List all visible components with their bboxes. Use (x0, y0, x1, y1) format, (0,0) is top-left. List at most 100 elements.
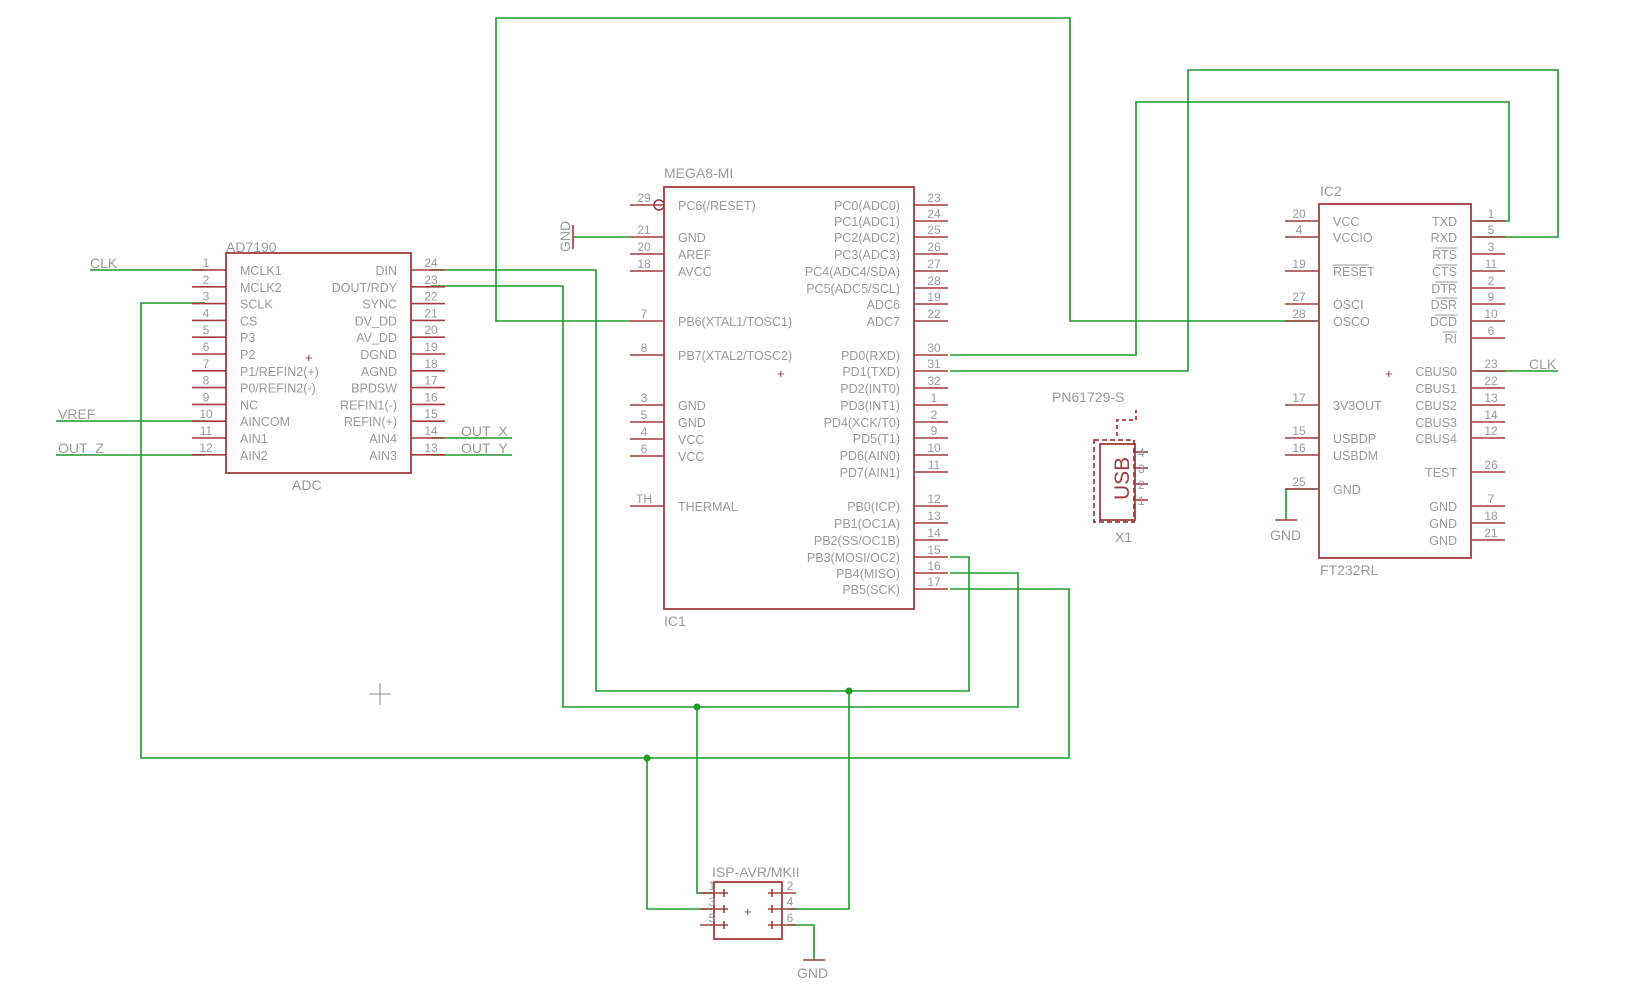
pin-number: 16 (927, 559, 941, 573)
wire-isp-gnd[interactable] (788, 924, 815, 960)
pin-name: PC0(ADC0) (834, 199, 900, 213)
pin-name: VCC (678, 433, 704, 447)
pin-name: RTS (1432, 248, 1457, 262)
pin-name: ADC7 (867, 315, 900, 329)
pin-name: GND (678, 416, 706, 430)
pin-number: 8 (203, 374, 210, 388)
wire-isp-sck[interactable] (646, 758, 712, 910)
pin-name: CBUS4 (1415, 432, 1457, 446)
ftdi-ft232rl[interactable]: IC2 FT232RL + 20VCC4VCCIO19RESET27OSCI28… (1285, 183, 1505, 578)
usb-name: X1 (1115, 529, 1132, 545)
pin-name: PB1(OC1A) (834, 517, 900, 531)
adc-ad7190[interactable]: AD7190 ADC + 1MCLK12MCLK23SCLK4CS5P36P27… (192, 239, 445, 493)
pin-number: 12 (927, 492, 941, 506)
pin-number: 8 (641, 341, 648, 355)
wire-dout-miso[interactable] (431, 285, 1019, 708)
pin-number: 17 (424, 374, 438, 388)
pin-name: PC6(/RESET) (678, 199, 756, 213)
adc-right-pins: 24DIN23DOUT/RDY22SYNC21DV_DD20AV_DD19DGN… (332, 256, 445, 463)
wire-ftdi-gnd[interactable] (1285, 488, 1319, 520)
ftdi-left-pins: 20VCC4VCCIO19RESET27OSCI28OSCO173V3OUT15… (1285, 207, 1382, 497)
usb-body (1099, 443, 1136, 521)
adc-value: AD7190 (226, 239, 277, 255)
pin-number: 28 (1292, 307, 1306, 321)
pin-number: 5 (641, 408, 648, 422)
mcu-mega8[interactable]: MEGA8-MI IC1 + 29PC6(/RESET)21GND20AREF1… (630, 165, 948, 629)
pin-number: 12 (1484, 424, 1498, 438)
pin-number: 27 (1292, 290, 1306, 304)
ftdi-name: IC2 (1320, 183, 1342, 199)
pin-name: AIN4 (369, 432, 397, 446)
pin-number: 22 (424, 290, 438, 304)
wire-xtal-osco[interactable] (495, 17, 1319, 322)
usb-body-label: USB (1111, 457, 1134, 500)
pin-name: OSCO (1333, 315, 1370, 329)
pin-name: RI (1445, 332, 1458, 346)
pin-name: PC3(ADC3) (834, 248, 900, 262)
gnd-label: GND (557, 221, 573, 252)
pin-name: REFIN(+) (344, 415, 397, 429)
gnd-symbol-ftdi: GND (1270, 519, 1301, 543)
pin-name: DIN (375, 264, 397, 278)
pin-number: 10 (927, 441, 941, 455)
wire-txd-rxd[interactable] (950, 101, 1510, 356)
adc-name: ADC (292, 477, 322, 493)
pin-number: 3 (709, 895, 716, 909)
pin-number: 14 (1484, 408, 1498, 422)
pin-name: PD5(T1) (853, 432, 900, 446)
origin-mark: + (777, 366, 785, 381)
pin-number: 4 (787, 895, 794, 909)
pin-number: 31 (927, 357, 941, 371)
pin-number: 26 (1484, 458, 1498, 472)
pin-name: P3 (240, 331, 255, 345)
pin-number: 20 (637, 240, 651, 254)
pin-number: 7 (203, 357, 210, 371)
pin-name: ADC6 (867, 298, 900, 312)
pin-name: USBDM (1333, 449, 1378, 463)
pin-name: AIN3 (369, 449, 397, 463)
pin-name: CBUS1 (1415, 382, 1457, 396)
pin-number: 15 (424, 407, 438, 421)
ftdi-value: FT232RL (1320, 562, 1379, 578)
wire-sclk-sck[interactable] (140, 302, 1070, 759)
pin-number: 18 (424, 357, 438, 371)
pin-number: 24 (424, 256, 438, 270)
pin-name: BPDSW (351, 382, 397, 396)
pin-name: PB4(MISO) (836, 567, 900, 581)
pin-number: 7 (1488, 492, 1495, 506)
pin-number: 1 (203, 256, 210, 270)
adc-left-pins: 1MCLK12MCLK23SCLK4CS5P36P27P1/REFIN2(+)8… (192, 256, 319, 463)
mcu-right-pins: 23PC0(ADC0)24PC1(ADC1)25PC2(ADC2)26PC3(A… (805, 191, 948, 597)
pin-name: DOUT/RDY (332, 281, 398, 295)
pin-number: 19 (424, 340, 438, 354)
wire-din-mosi[interactable] (431, 269, 970, 692)
net-label-out-z: OUT_Z (58, 440, 104, 456)
pin-number: 11 (1485, 257, 1498, 271)
usb-value: PN61729-S (1052, 389, 1124, 405)
pin-name: PC5(ADC5/SCL) (806, 282, 900, 296)
pin-name: RXD (1431, 231, 1457, 245)
pin-name: DGND (360, 348, 397, 362)
pin-name: SCLK (240, 298, 273, 312)
pin-name: AINCOM (240, 415, 290, 429)
pin-name: CTS (1432, 265, 1457, 279)
wire-isp-miso[interactable] (696, 707, 712, 894)
mcu-body (663, 186, 915, 610)
pin-name: PC1(ADC1) (834, 215, 900, 229)
pin-name: 3V3OUT (1333, 399, 1382, 413)
pin-name: VCC (1333, 215, 1359, 229)
wire-rxd-txd[interactable] (950, 69, 1559, 372)
pin-number: 12 (199, 441, 213, 455)
pin-number: 16 (424, 390, 438, 404)
pin-name: AVCC (678, 265, 712, 279)
pin-number: 17 (927, 575, 941, 589)
pin-name: MCLK1 (240, 264, 282, 278)
pin-name: GND (678, 231, 706, 245)
wire-isp-mosi[interactable] (788, 691, 850, 910)
pin-name: P0/REFIN2(-) (240, 382, 316, 396)
pin-name: PC4(ADC4/SDA) (805, 265, 900, 279)
